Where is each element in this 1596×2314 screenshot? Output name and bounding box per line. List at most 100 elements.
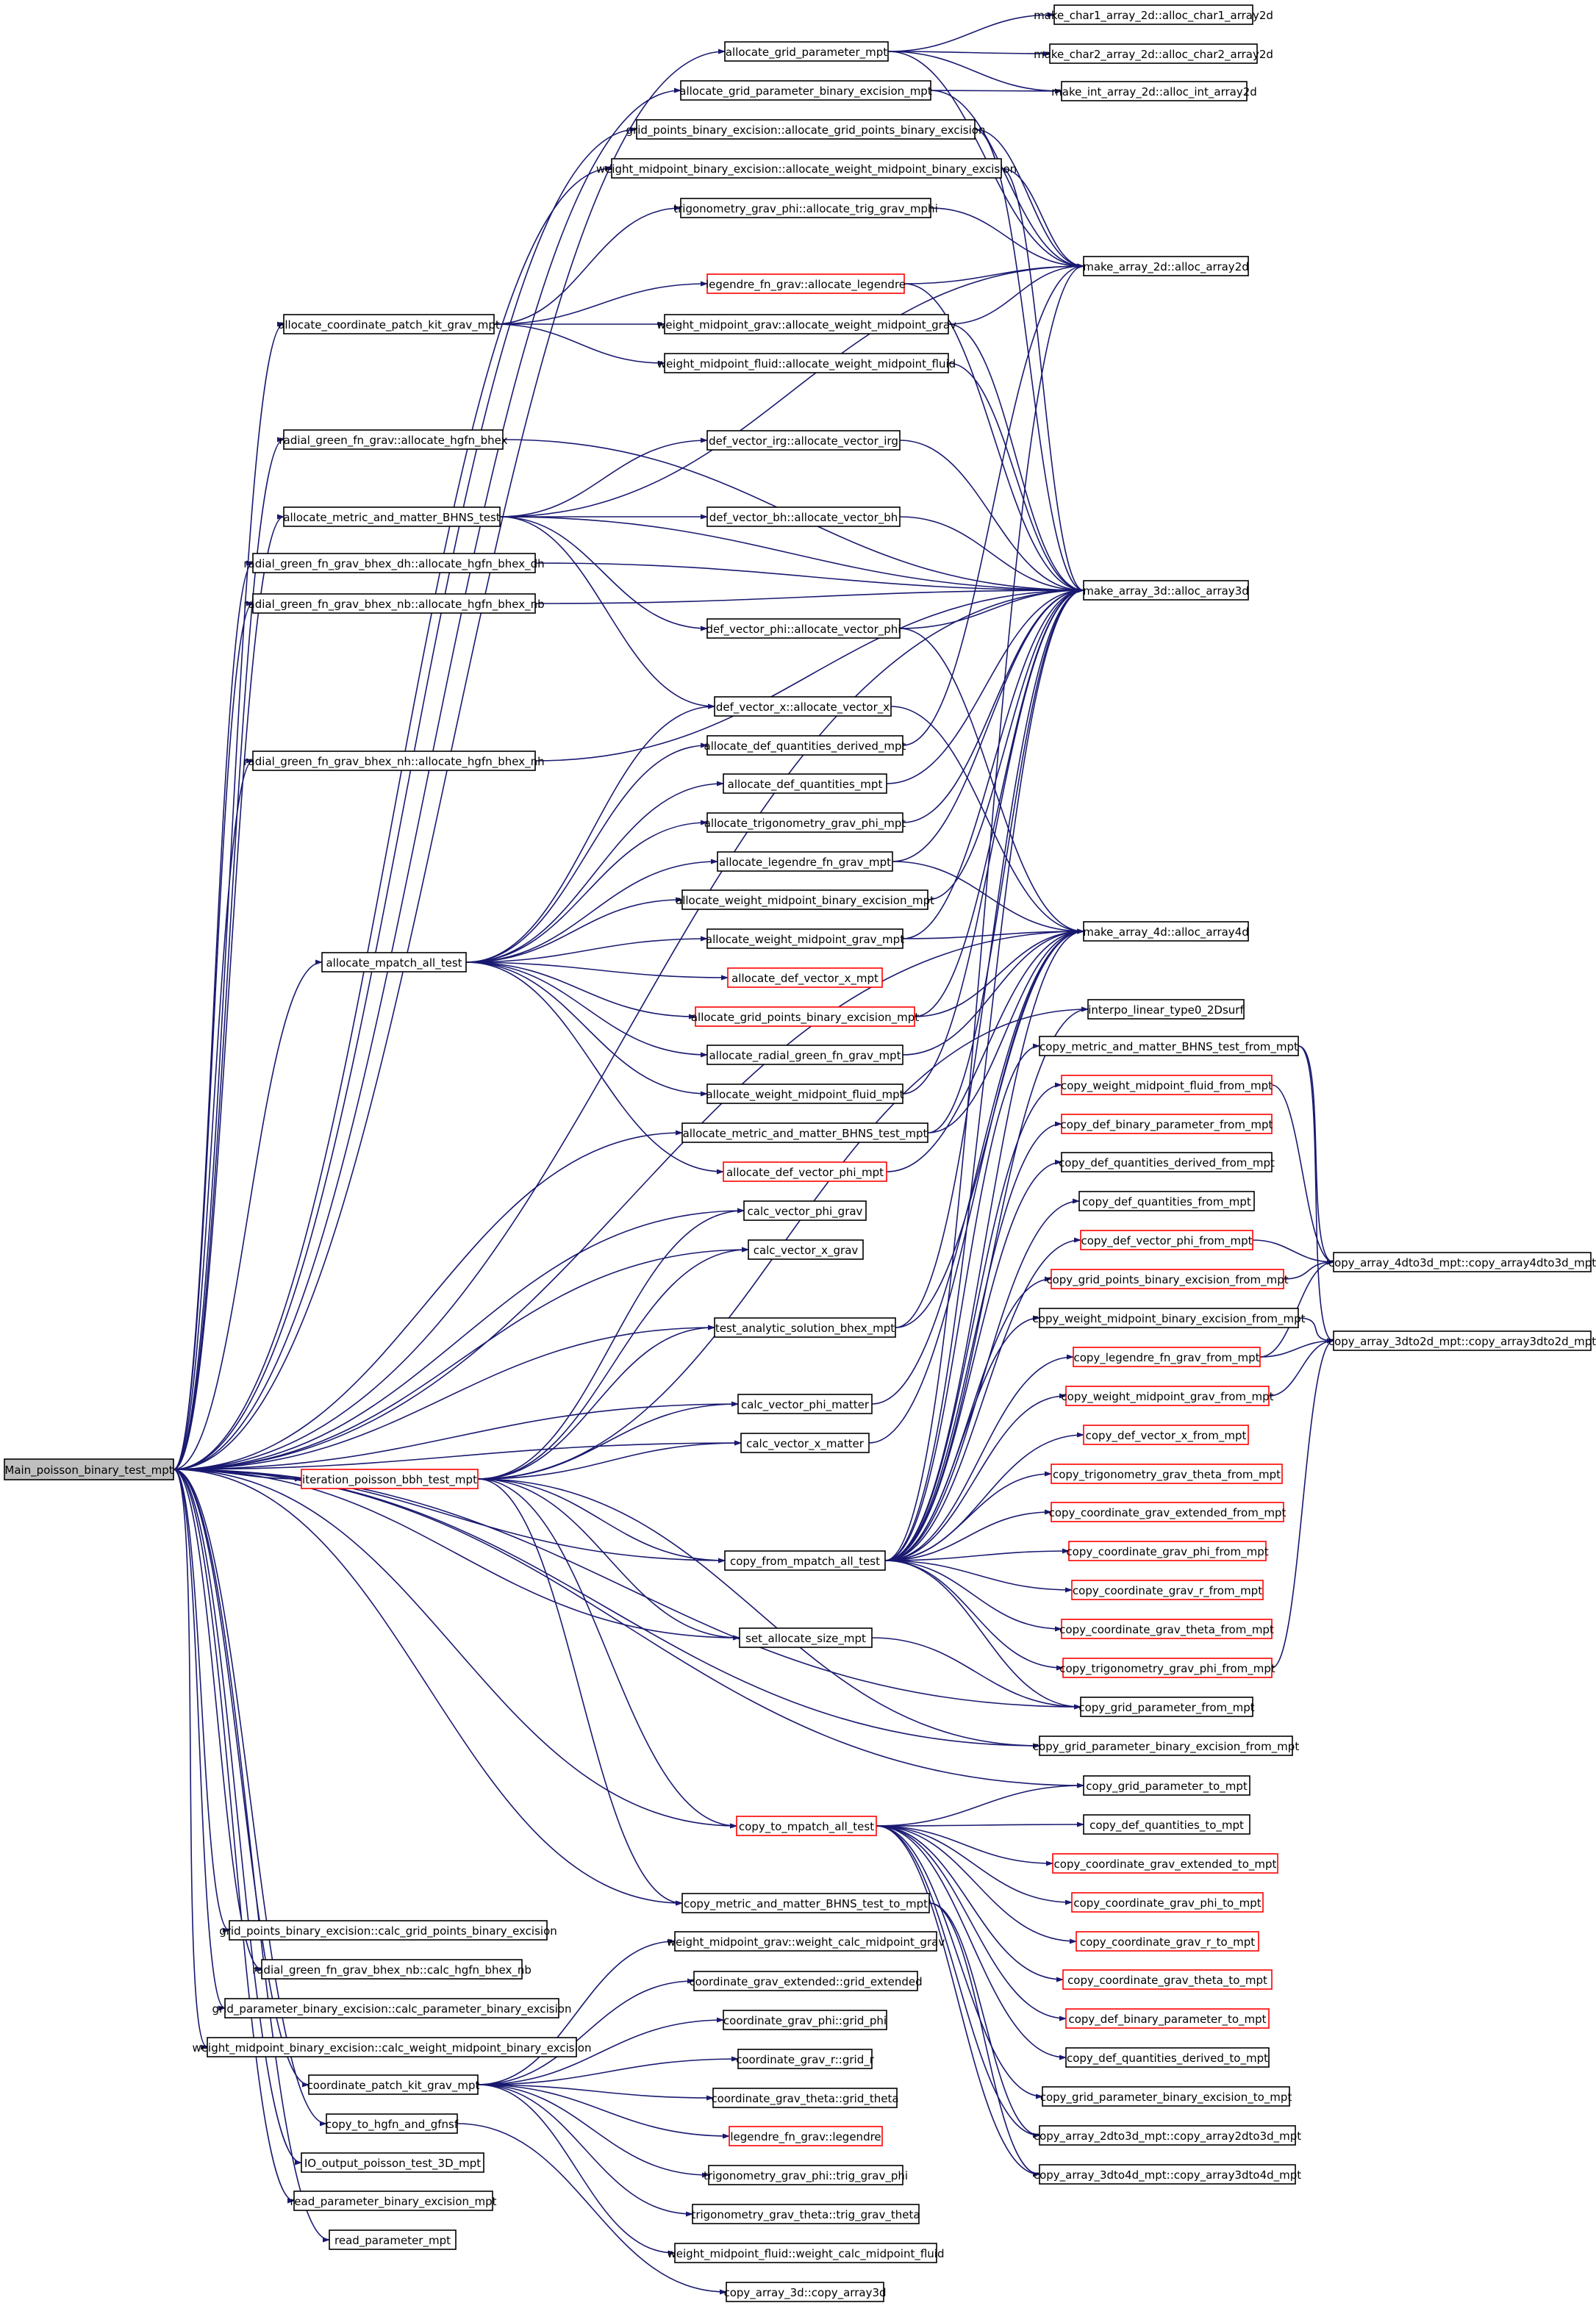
node-cdbpf[interactable]: copy_def_binary_parameter_from_mpt [1061, 1114, 1273, 1134]
node-ccgrt[interactable]: copy_coordinate_grav_r_to_mpt [1076, 1931, 1259, 1952]
node-cwmbef[interactable]: copy_weight_midpoint_binary_excision_fro… [1033, 1308, 1306, 1328]
node-rgfnb_calc[interactable]: radial_green_fn_grav_bhex_nb::calc_hgfn_… [252, 1959, 532, 1980]
node-cdbpt[interactable]: copy_def_binary_parameter_to_mpt [1065, 2008, 1270, 2029]
node-ca3d[interactable]: copy_array_3d::copy_array3d [723, 2282, 887, 2302]
node-mi2[interactable]: make_int_array_2d::alloc_int_array2d [1051, 81, 1257, 101]
node-agp[interactable]: allocate_grid_parameter_mpt [724, 41, 889, 62]
node-cpk[interactable]: coordinate_patch_kit_grav_mpt [307, 2074, 480, 2095]
node-cdvpf[interactable]: copy_def_vector_phi_from_mpt [1080, 1230, 1253, 1250]
node-ccgtf[interactable]: copy_coordinate_grav_theta_from_mpt [1059, 1619, 1274, 1639]
node-gpbe_param[interactable]: grid_parameter_binary_excision::calc_par… [212, 1998, 572, 2019]
node-mc1[interactable]: make_char1_array_2d::alloc_char1_array2d [1034, 4, 1273, 25]
node-argf[interactable]: allocate_radial_green_fn_grav_mpt [706, 1045, 903, 1065]
node-cwmgf[interactable]: copy_weight_midpoint_grav_from_mpt [1061, 1386, 1274, 1406]
node-lfg[interactable]: legendre_fn_grav::legendre [729, 2126, 883, 2146]
node-cwmff[interactable]: copy_weight_midpoint_fluid_from_mpt [1061, 1075, 1273, 1095]
node-sas[interactable]: set_allocate_size_mpt [739, 1627, 873, 1648]
node-awmf[interactable]: allocate_weight_midpoint_fluid_mpt [706, 1083, 904, 1104]
node-rgf_alloc[interactable]: radial_green_fn_grav::allocate_hgfn_bhex [279, 429, 508, 450]
node-cdqdf[interactable]: copy_def_quantities_derived_from_mpt [1059, 1152, 1275, 1172]
node-ipb[interactable]: iteration_poisson_bbh_test_mpt [301, 1469, 479, 1489]
node-cthg[interactable]: copy_to_hgfn_and_gfnsf [326, 2113, 459, 2134]
node-cgpbet[interactable]: copy_grid_parameter_binary_excision_to_m… [1040, 2086, 1292, 2107]
node-cge[interactable]: coordinate_grav_extended::grid_extended [689, 1971, 923, 1991]
node-ccgpf[interactable]: copy_coordinate_grav_phi_from_mpt [1066, 1541, 1269, 1561]
node-ctgpf[interactable]: copy_trigonometry_grav_phi_from_mpt [1059, 1658, 1275, 1678]
node-ccgtt[interactable]: copy_coordinate_grav_theta_to_mpt [1062, 1969, 1273, 1990]
node-rp[interactable]: read_parameter_mpt [329, 2229, 457, 2250]
node-il[interactable]: interpo_linear_type0_2Dsurf [1087, 999, 1245, 1020]
node-wmbe_calc[interactable]: weight_midpoint_binary_excision::calc_we… [193, 2037, 592, 2057]
node-agpbe2[interactable]: allocate_grid_points_binary_excision_mpt [691, 1006, 919, 1027]
node-awmbe[interactable]: allocate_weight_midpoint_binary_excision… [676, 889, 934, 910]
node-cgpbef[interactable]: copy_grid_points_binary_excision_from_mp… [1046, 1269, 1289, 1289]
node-ccgpt[interactable]: copy_coordinate_grav_phi_to_mpt [1071, 1892, 1264, 1913]
node-gpbe_calc[interactable]: grid_points_binary_excision::calc_grid_p… [219, 1920, 557, 1941]
node-rgfnb[interactable]: radial_green_fn_grav_bhex_nb::allocate_h… [243, 593, 545, 614]
node-advx[interactable]: allocate_def_vector_x_mpt [727, 967, 883, 988]
node-ammt[interactable]: allocate_metric_and_matter_BHNS_test_mpt [681, 1122, 928, 1143]
node-ctgtf[interactable]: copy_trigonometry_grav_theta_from_mpt [1051, 1464, 1283, 1484]
node-cgr[interactable]: coordinate_grav_r::grid_r [736, 2049, 875, 2069]
node-wmg_alloc[interactable]: weight_midpoint_grav::allocate_weight_mi… [656, 314, 956, 334]
node-awmg[interactable]: allocate_weight_midpoint_grav_mpt [706, 928, 904, 949]
node-rgfdh[interactable]: radial_green_fn_grav_bhex_dh::allocate_h… [243, 553, 545, 573]
node-cgpf[interactable]: copy_grid_parameter_from_mpt [1078, 1697, 1255, 1717]
node-atgp[interactable]: allocate_trigonometry_grav_phi_mpt [704, 812, 906, 833]
node-amm[interactable]: allocate_metric_and_matter_BHNS_test [283, 506, 501, 527]
node-ma2[interactable]: make_array_2d::alloc_array2d [1083, 256, 1249, 276]
node-wmg_calc[interactable]: weight_midpoint_grav::weight_calc_midpoi… [667, 1931, 945, 1952]
node-cgpbepf[interactable]: copy_grid_parameter_binary_excision_from… [1033, 1736, 1300, 1756]
node-cfm[interactable]: copy_from_mpatch_all_test [724, 1550, 886, 1571]
node-cdqf[interactable]: copy_def_quantities_from_mpt [1078, 1191, 1255, 1211]
node-cvpm[interactable]: calc_vector_phi_matter [737, 1394, 873, 1414]
node-acpk[interactable]: allocate_coordinate_patch_kit_grav_mpt [278, 314, 500, 334]
node-clfgf[interactable]: copy_legendre_fn_grav_from_mpt [1073, 1347, 1261, 1367]
node-cdvxf[interactable]: copy_def_vector_x_from_mpt [1083, 1425, 1249, 1445]
node-ccgef[interactable]: copy_coordinate_grav_extended_from_mpt [1049, 1502, 1287, 1522]
node-cgpt[interactable]: copy_grid_parameter_to_mpt [1083, 1775, 1250, 1796]
node-advp[interactable]: allocate_def_vector_phi_mpt [723, 1161, 887, 1182]
node-cvpg[interactable]: calc_vector_phi_grav [743, 1200, 867, 1221]
node-ca43[interactable]: copy_array_4dto3d_mpt::copy_array4dto3d_… [1328, 1252, 1596, 1272]
node-wmf_calc[interactable]: weight_midpoint_fluid::weight_calc_midpo… [667, 2243, 945, 2263]
node-gpbe_alloc[interactable]: grid_points_binary_excision::allocate_gr… [626, 119, 986, 140]
node-ca32[interactable]: copy_array_3dto2d_mpt::copy_array3dto2d_… [1328, 1330, 1596, 1351]
node-cgp[interactable]: coordinate_grav_phi::grid_phi [723, 2010, 887, 2030]
node-cdqt[interactable]: copy_def_quantities_to_mpt [1083, 1814, 1250, 1835]
node-ma4[interactable]: make_array_4d::alloc_array4d [1083, 921, 1249, 942]
node-lfg_alloc[interactable]: legendre_fn_grav::allocate_legendre [706, 273, 906, 294]
node-amat[interactable]: allocate_mpatch_all_test [321, 952, 467, 972]
node-rpbe[interactable]: read_parameter_binary_excision_mpt [290, 2191, 497, 2211]
node-dvi[interactable]: def_vector_irg::allocate_vector_irg [706, 430, 901, 451]
node-ca23[interactable]: copy_array_2dto3d_mpt::copy_array2dto3d_… [1034, 2125, 1301, 2146]
node-adqd[interactable]: allocate_def_quantities_derived_mpt [704, 735, 906, 756]
node-mc2[interactable]: make_char2_array_2d::alloc_char2_array2d [1034, 43, 1273, 64]
node-tgp[interactable]: trigonometry_grav_phi::trig_grav_phi [704, 2165, 908, 2185]
node-cvxg[interactable]: calc_vector_x_grav [748, 1239, 864, 1260]
node-rgfnh[interactable]: radial_green_fn_grav_bhex_nh::allocate_h… [243, 751, 545, 771]
node-ccget[interactable]: copy_coordinate_grav_extended_to_mpt [1052, 1853, 1278, 1874]
node-tas[interactable]: test_analytic_solution_bhex_mpt [714, 1317, 896, 1338]
node-ctm[interactable]: copy_to_mpatch_all_test [736, 1816, 877, 1836]
node-wmbe_alloc[interactable]: weight_midpoint_binary_excision::allocat… [596, 158, 1017, 179]
node-cmmt[interactable]: copy_metric_and_matter_BHNS_test_to_mpt [681, 1893, 930, 1913]
node-tgp_alloc[interactable]: trigonometry_grav_phi::allocate_trig_gra… [673, 198, 938, 218]
node-ca34[interactable]: copy_array_3dto4d_mpt::copy_array3dto4d_… [1034, 2164, 1301, 2185]
node-cgt[interactable]: coordinate_grav_theta::grid_theta [711, 2088, 899, 2108]
node-cdqdt[interactable]: copy_def_quantities_derived_to_mpt [1065, 2047, 1270, 2068]
node-ccgrf[interactable]: copy_coordinate_grav_r_from_mpt [1071, 1580, 1264, 1600]
node-dvp[interactable]: def_vector_phi::allocate_vector_phi [706, 618, 901, 639]
node-alfg[interactable]: allocate_legendre_fn_grav_mpt [717, 851, 893, 872]
node-wmf_alloc[interactable]: weight_midpoint_fluid::allocate_weight_m… [657, 353, 956, 373]
node-root[interactable]: Main_poisson_binary_test_mpt [4, 1458, 174, 1480]
node-iop[interactable]: IO_output_poisson_test_3D_mpt [301, 2152, 484, 2173]
node-adq[interactable]: allocate_def_quantities_mpt [723, 773, 887, 794]
node-tgt[interactable]: trigonometry_grav_theta::trig_grav_theta [691, 2204, 920, 2224]
node-dvb[interactable]: def_vector_bh::allocate_vector_bh [706, 506, 901, 527]
node-agpbe[interactable]: allocate_grid_parameter_binary_excision_… [679, 80, 932, 101]
node-cmmf[interactable]: copy_metric_and_matter_BHNS_test_from_mp… [1039, 1036, 1299, 1056]
node-cvxm[interactable]: calc_vector_x_matter [740, 1433, 870, 1453]
node-ma3[interactable]: make_array_3d::alloc_array3d [1083, 580, 1249, 601]
node-dvx[interactable]: def_vector_x::allocate_vector_x [714, 696, 892, 717]
